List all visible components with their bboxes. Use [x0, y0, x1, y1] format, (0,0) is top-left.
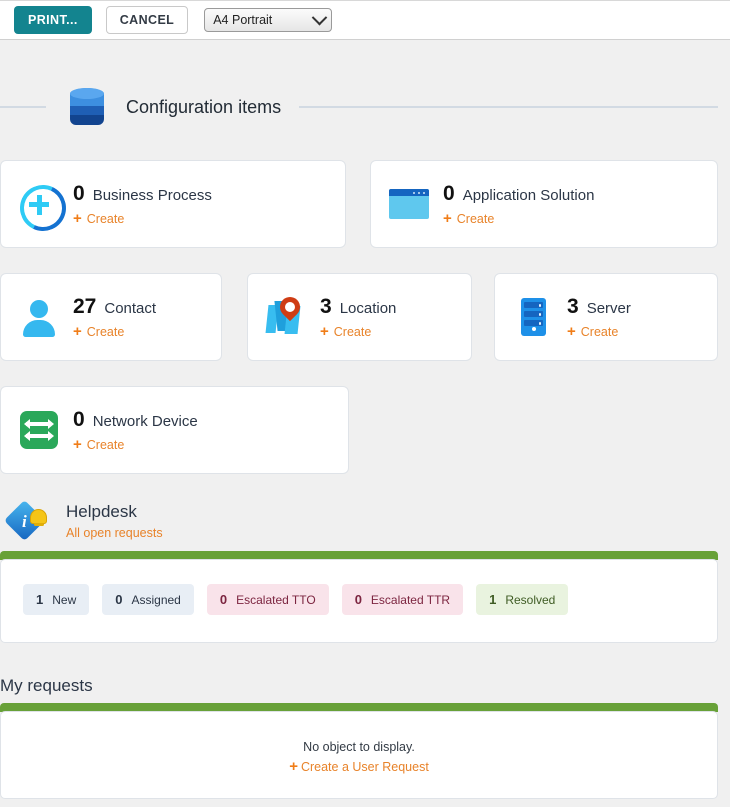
status-badge-escalated-tto[interactable]: 0 Escalated TTO [206, 584, 329, 615]
ci-label: Location [339, 300, 397, 317]
business-process-icon [13, 178, 73, 238]
badge-label: Escalated TTO [236, 592, 316, 607]
paper-size-select[interactable]: A4 Portrait [204, 8, 333, 32]
database-icon [70, 88, 104, 126]
ci-card-contact[interactable]: 27 Contact + Create [0, 273, 222, 361]
my-requests-title: My requests [0, 676, 93, 695]
plus-icon: + [289, 758, 298, 775]
server-rack-icon [511, 295, 555, 339]
create-label: Create [333, 324, 372, 339]
print-button[interactable]: PRINT... [14, 5, 92, 35]
helpdesk-panel-accent-bar [0, 551, 718, 560]
divider-right [299, 106, 718, 108]
create-link-server[interactable]: + Create [567, 324, 631, 339]
create-user-request-link[interactable]: +Create a User Request [1, 759, 717, 774]
status-badge-new[interactable]: 1 New [23, 584, 90, 615]
status-badge-resolved[interactable]: 1 Resolved [476, 584, 569, 615]
create-user-request-label: Create a User Request [300, 760, 429, 774]
ci-count: 3 [567, 295, 579, 318]
plus-icon: + [73, 210, 82, 227]
badge-label: Assigned [131, 592, 181, 607]
helpdesk-all-open-requests-link[interactable]: All open requests [66, 525, 163, 540]
my-requests-panel: No object to display. +Create a User Req… [0, 711, 718, 799]
plus-icon: + [320, 323, 329, 340]
badge-count: 0 [354, 592, 362, 607]
map-pin-icon [264, 292, 308, 339]
badge-count: 1 [489, 592, 497, 607]
create-link-application-solution[interactable]: + Create [443, 211, 594, 226]
create-label: Create [456, 211, 495, 226]
plus-icon: + [73, 436, 82, 453]
helpdesk-status-badges: 1 New 0 Assigned 0 Escalated TTO 0 Escal… [23, 584, 569, 615]
section-title-configuration-items: Configuration items [126, 96, 282, 117]
paper-size-value: A4 Portrait [213, 13, 273, 27]
ci-card-application-solution[interactable]: 0 Application Solution + Create [370, 160, 718, 248]
person-icon [17, 295, 61, 339]
create-label: Create [580, 324, 619, 339]
cancel-button[interactable]: CANCEL [105, 5, 189, 35]
status-badge-escalated-ttr[interactable]: 0 Escalated TTR [341, 584, 464, 615]
ci-label: Contact [104, 300, 157, 317]
ci-card-location[interactable]: 3 Location + Create [247, 273, 472, 361]
ci-label: Application Solution [462, 187, 595, 204]
plus-icon: + [443, 210, 452, 227]
configuration-items-header: Configuration items [0, 88, 730, 126]
create-label: Create [86, 437, 125, 452]
ci-label: Server [586, 300, 631, 317]
ci-count: 0 [73, 182, 85, 205]
create-link-contact[interactable]: + Create [73, 324, 156, 339]
ci-card-business-process[interactable]: 0 Business Process + Create [0, 160, 346, 248]
print-toolbar: PRINT... CANCEL A4 Portrait [0, 0, 730, 40]
create-label: Create [86, 211, 125, 226]
empty-state-message: No object to display. [303, 740, 415, 754]
badge-count: 1 [36, 592, 44, 607]
application-window-icon [387, 182, 431, 226]
helpdesk-panel: 1 New 0 Assigned 0 Escalated TTO 0 Escal… [0, 559, 718, 643]
chevron-down-icon [311, 9, 328, 25]
ci-card-server[interactable]: 3 Server + Create [494, 273, 718, 361]
ci-count: 3 [320, 295, 332, 318]
create-label: Create [86, 324, 125, 339]
divider-left [0, 106, 46, 108]
badge-label: Resolved [505, 592, 556, 607]
plus-icon: + [73, 323, 82, 340]
my-requests-panel-accent-bar [0, 703, 718, 712]
status-badge-assigned[interactable]: 0 Assigned [102, 584, 194, 615]
create-link-network-device[interactable]: + Create [73, 437, 198, 452]
ci-count: 0 [73, 408, 85, 431]
network-device-icon [17, 408, 61, 452]
create-link-location[interactable]: + Create [320, 324, 396, 339]
ci-label: Network Device [92, 413, 198, 430]
helpdesk-title: Helpdesk [66, 502, 137, 522]
plus-icon: + [567, 323, 576, 340]
badge-count: 0 [115, 592, 123, 607]
badge-count: 0 [219, 592, 228, 607]
badge-label: New [52, 592, 77, 607]
ci-count: 0 [443, 182, 455, 205]
badge-label: Escalated TTR [370, 592, 451, 607]
create-link-business-process[interactable]: + Create [73, 211, 212, 226]
ci-card-network-device[interactable]: 0 Network Device + Create [0, 386, 349, 474]
ci-count: 27 [73, 295, 97, 318]
info-bell-icon: i [3, 499, 48, 542]
ci-label: Business Process [92, 187, 212, 204]
helpdesk-header: i Helpdesk All open requests [3, 499, 163, 542]
